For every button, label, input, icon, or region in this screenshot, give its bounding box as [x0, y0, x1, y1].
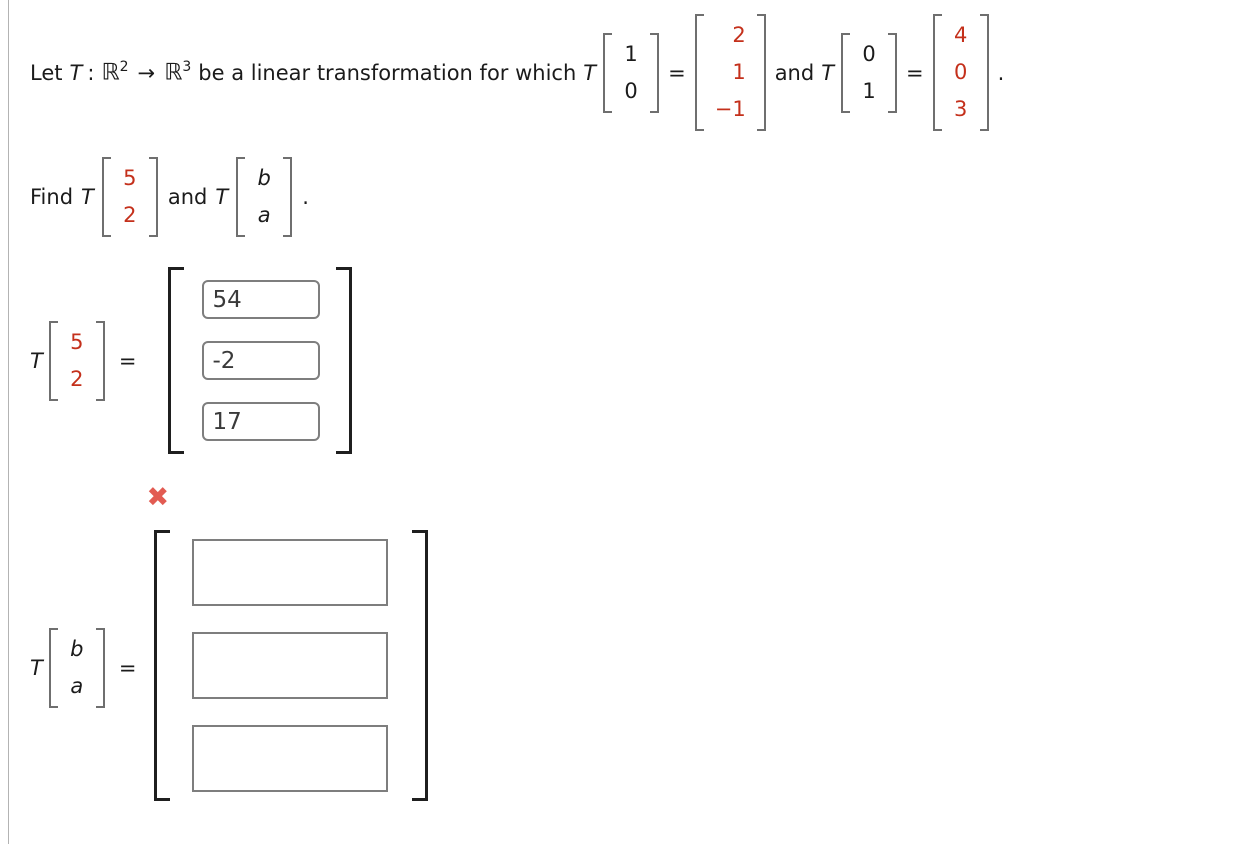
matrix-entry: 1: [624, 41, 638, 66]
answer-matrix-t52: [168, 267, 353, 454]
text-and: and: [774, 60, 815, 85]
matrix-column: 2 1 −1: [704, 14, 757, 131]
bracket-left: [168, 267, 185, 454]
answer-matrix-wrapper: ✖: [146, 484, 429, 806]
matrix-entry: 0: [953, 60, 968, 84]
matrix-ba: b a: [236, 157, 293, 237]
equals-sign: =: [668, 60, 686, 85]
equals-sign: =: [118, 656, 137, 680]
matrix-entry: b: [257, 166, 271, 190]
answer1-entry-1-input[interactable]: [202, 280, 321, 319]
matrix-v: 5 2: [48, 320, 105, 401]
matrix-column: b a: [58, 628, 96, 708]
panel-left-border: [8, 0, 9, 844]
matrix-entry: −1: [714, 97, 746, 121]
incorrect-x-icon: ✖: [146, 482, 170, 513]
answer1-entry-3-input[interactable]: [202, 402, 321, 441]
r2-symbol: ℝ2: [101, 59, 128, 86]
bracket-left: [694, 14, 704, 131]
bracket-left: [932, 14, 942, 131]
matrix-T-e2: 4 0 3: [932, 14, 989, 131]
var-T: T: [81, 185, 94, 209]
var-T: T: [30, 348, 43, 373]
double-struck-r: ℝ: [101, 59, 120, 86]
bracket-right: [650, 32, 660, 113]
matrix-ba: b a: [48, 628, 105, 708]
problem-panel: Let T : ℝ2 → ℝ3 be a linear transformati…: [30, 14, 1248, 806]
r3-symbol: ℝ3: [164, 59, 191, 86]
matrix-column: 5 2: [111, 157, 149, 237]
bracket-left: [48, 320, 58, 401]
matrix-entry: 3: [953, 97, 968, 121]
matrix-entry: 1: [732, 60, 746, 84]
matrix-column: 0 1: [850, 33, 888, 113]
bracket-left: [101, 157, 111, 237]
bracket-right: [95, 320, 105, 401]
matrix-entry: 5: [70, 329, 84, 354]
answer-matrix-tba: [154, 530, 429, 801]
text-which: be a linear transformation for which: [198, 60, 577, 85]
answer2-entry-2-input[interactable]: [192, 632, 389, 699]
answer2-entry-1-input[interactable]: [192, 539, 389, 606]
matrix-e1: 1 0: [603, 32, 660, 113]
answer1-entry-2-input[interactable]: [202, 341, 321, 380]
var-T: T: [69, 60, 83, 85]
text-and: and: [167, 185, 208, 209]
problem-statement: Let T : ℝ2 → ℝ3 be a linear transformati…: [30, 14, 1248, 131]
matrix-entry: 0: [862, 41, 876, 66]
equals-sign: =: [118, 348, 137, 373]
bracket-right: [148, 157, 158, 237]
matrix-entry: 5: [123, 166, 137, 190]
matrix-entry: 2: [70, 366, 84, 391]
matrix-entry: b: [70, 637, 84, 661]
bracket-right: [283, 157, 293, 237]
bracket-left: [48, 628, 58, 708]
var-T: T: [821, 60, 835, 85]
var-T: T: [583, 60, 597, 85]
matrix-column: 1 0: [612, 33, 650, 113]
var-T: T: [215, 185, 229, 209]
matrix-entry: 2: [732, 23, 746, 47]
right-arrow-icon: →: [137, 60, 156, 85]
matrix-column: 5 2: [58, 321, 96, 401]
matrix-T-e1: 2 1 −1: [694, 14, 766, 131]
double-struck-r: ℝ: [164, 59, 183, 86]
equals-sign: =: [906, 60, 924, 85]
matrix-entry: a: [70, 674, 84, 698]
bracket-right: [979, 14, 989, 131]
bracket-left: [603, 32, 613, 113]
text-period: .: [997, 60, 1005, 85]
matrix-entry: 2: [123, 203, 137, 227]
matrix-v: 5 2: [101, 157, 158, 237]
answer-row-tba: T b a = ✖: [30, 484, 1248, 806]
text-colon: :: [87, 60, 95, 85]
bracket-left: [236, 157, 246, 237]
matrix-column: b a: [245, 157, 283, 237]
superscript-3: 3: [182, 59, 192, 76]
var-T: T: [30, 656, 43, 680]
bracket-right: [336, 267, 353, 454]
matrix-entry: a: [257, 203, 271, 227]
bracket-right: [888, 32, 898, 113]
bracket-left: [841, 32, 851, 113]
superscript-2: 2: [119, 59, 129, 76]
bracket-right: [756, 14, 766, 131]
matrix-column: 4 0 3: [942, 14, 980, 131]
matrix-entry: 0: [624, 78, 638, 103]
find-instruction: Find T 5 2 and T b a .: [30, 157, 1248, 237]
text-period: .: [302, 185, 309, 209]
bracket-right: [412, 530, 429, 801]
bracket-left: [154, 530, 171, 801]
answer-column: [170, 530, 412, 801]
matrix-entry: 4: [953, 23, 968, 47]
bracket-right: [95, 628, 105, 708]
matrix-e2: 0 1: [841, 32, 898, 113]
answer-column: [184, 267, 336, 454]
answer-row-t52: T 5 2 =: [30, 267, 1248, 454]
text-let: Let: [30, 60, 63, 85]
matrix-entry: 1: [862, 78, 876, 103]
text-find: Find: [30, 185, 74, 209]
answer2-entry-3-input[interactable]: [192, 725, 389, 792]
